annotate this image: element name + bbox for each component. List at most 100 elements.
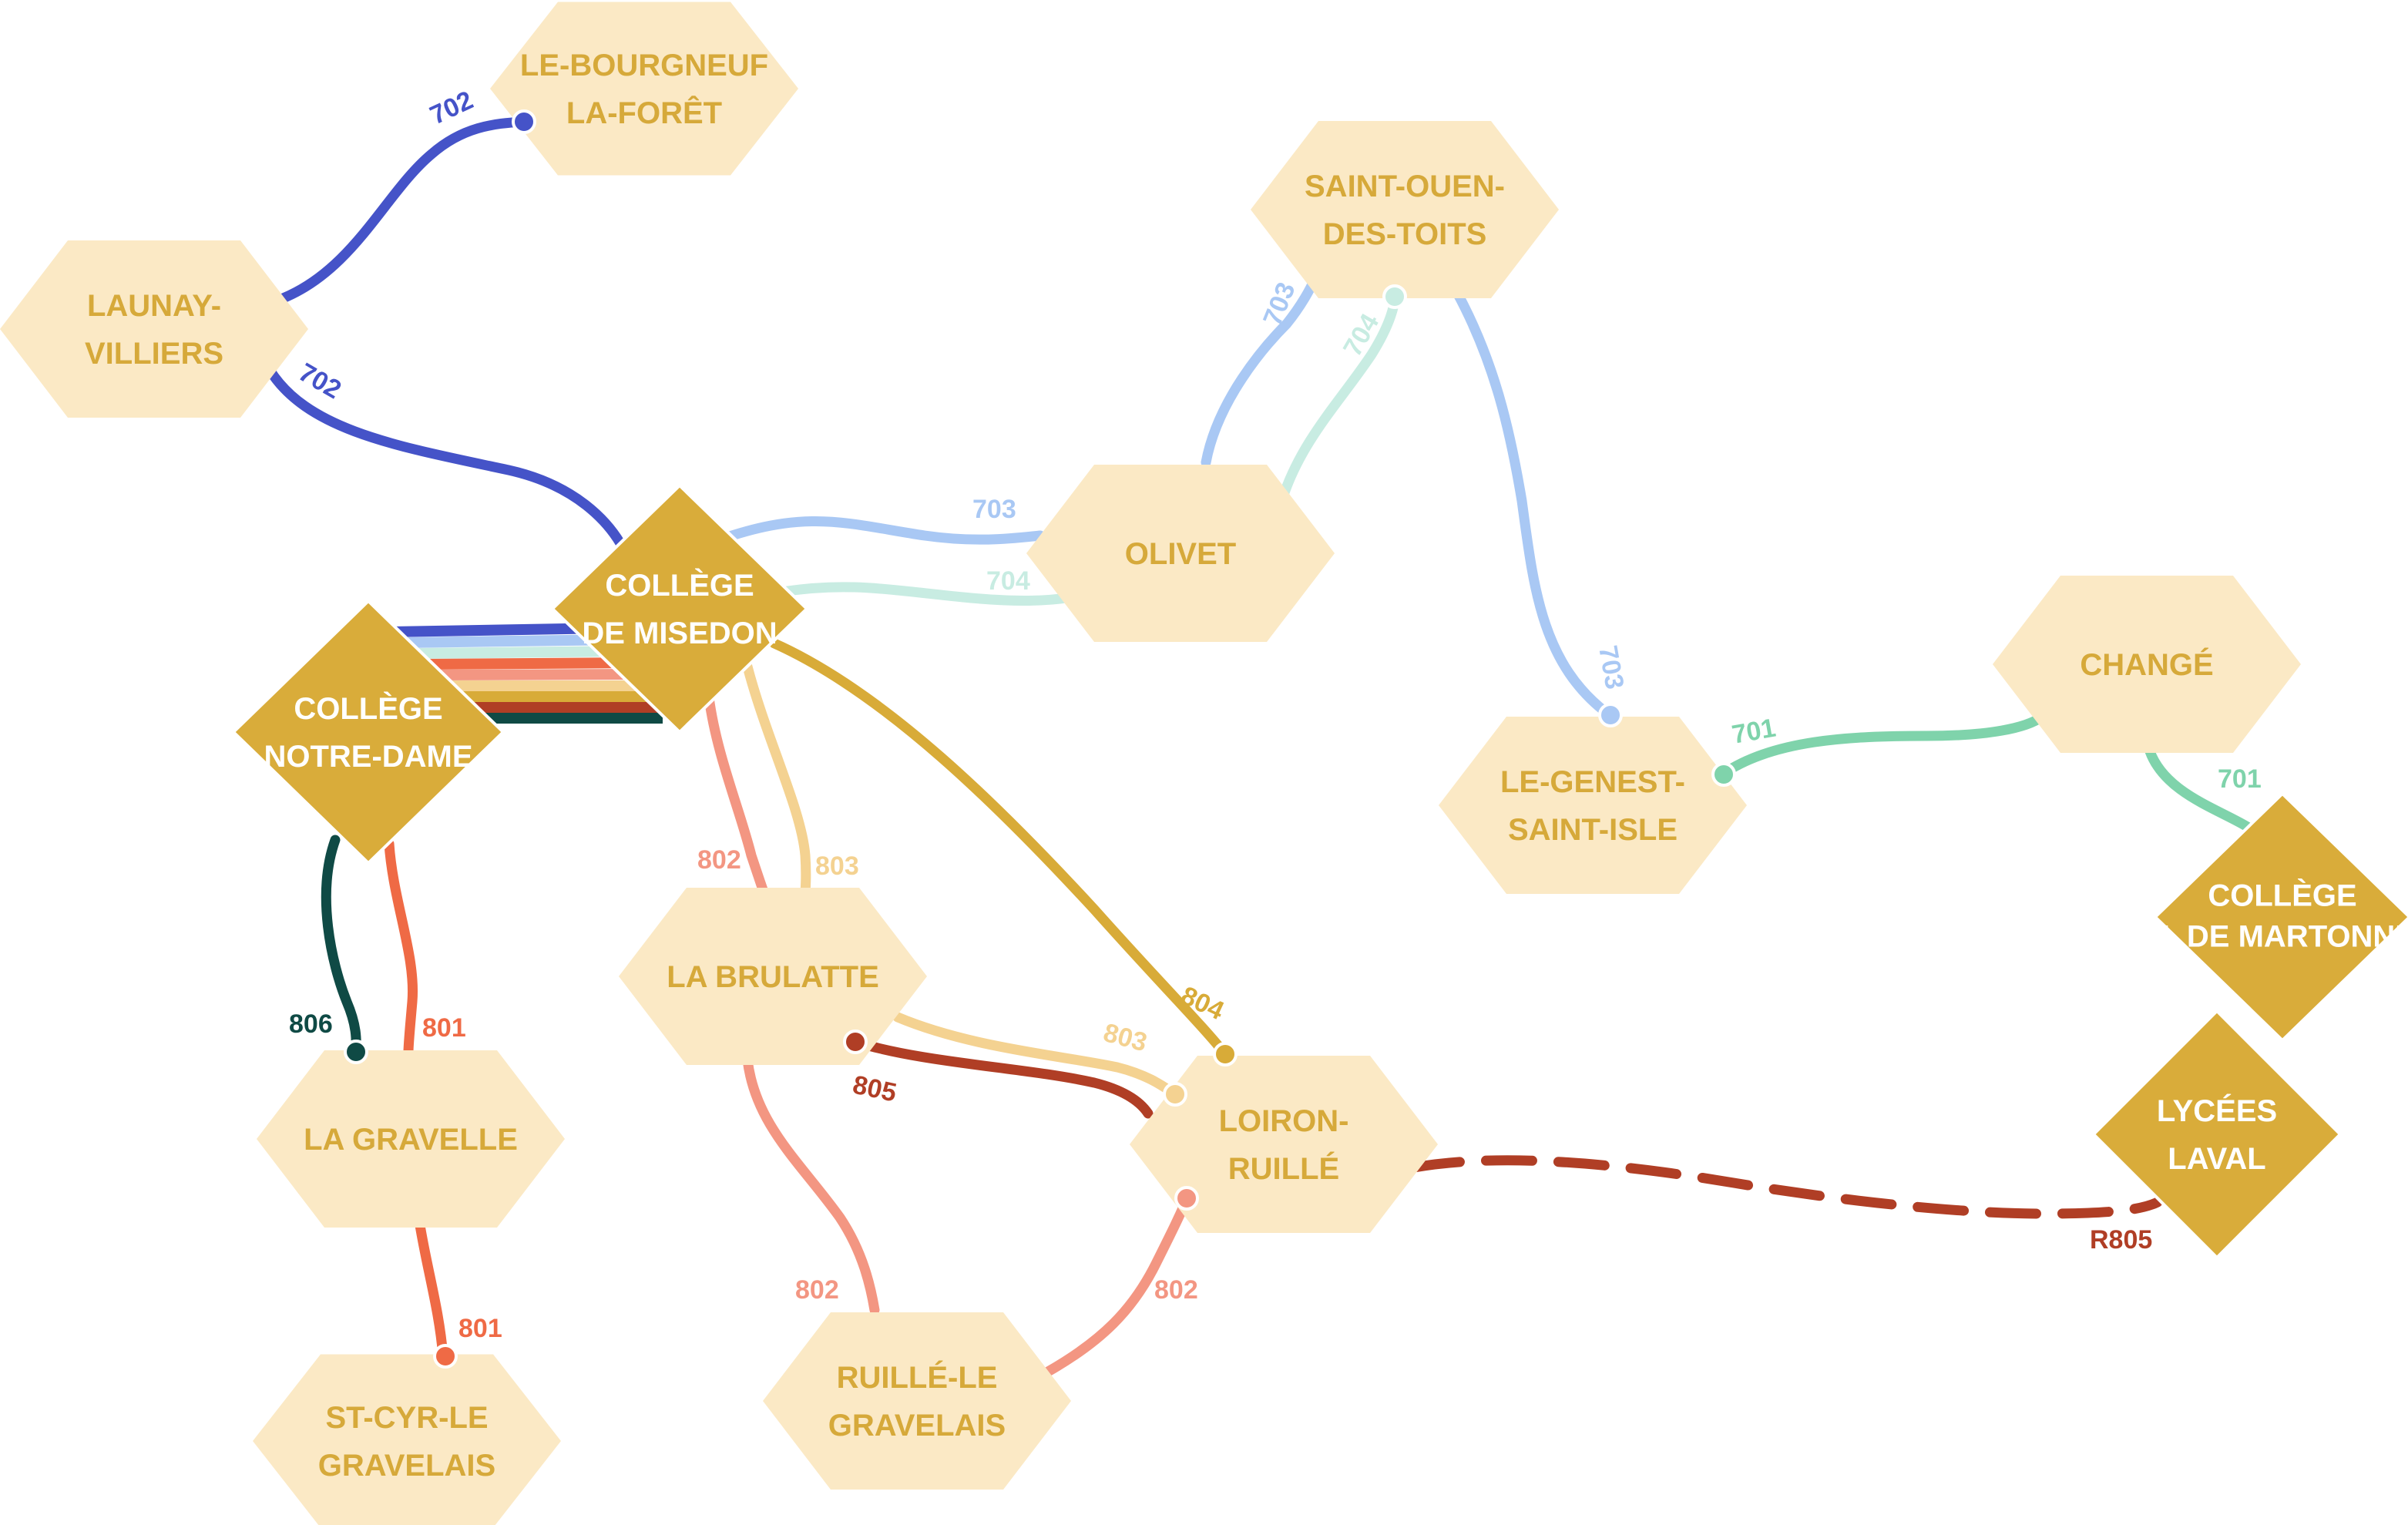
route-802-ruille-loiron (1043, 1193, 1192, 1377)
stop-launay-villiers[interactable]: LAUNAY-VILLIERS (0, 240, 308, 418)
hexagon-shape (0, 240, 308, 418)
route-703-misedon-olivet (715, 516, 1046, 545)
node-label-line: COLLÈGE (605, 568, 754, 603)
route-801-gravelle-stcyr (415, 1220, 448, 1362)
node-label-line: RUILLÉ-LE (837, 1360, 998, 1395)
hexagon-shape (257, 1050, 565, 1228)
node-label-line: RUILLÉ (1228, 1151, 1339, 1186)
node-label-line: E. DE MARTONNE (2149, 919, 2408, 953)
node-label-line: COLLÈGE (2208, 878, 2356, 913)
node-label-line: CHANGÉ (2080, 647, 2213, 682)
route-802-brulatte-ruille (742, 1054, 880, 1315)
stop-change[interactable]: CHANGÉ (1993, 576, 2301, 753)
route-701-genest-change (1717, 711, 2047, 780)
node-label-line: COLLÈGE (294, 691, 442, 726)
stop-le-genest-saint-isle[interactable]: LE-GENEST- SAINT-ISLE (1439, 717, 1747, 894)
dot-803-loiron (1163, 1082, 1187, 1107)
route-803-misedon-brulatte (742, 661, 811, 899)
route-702-launay-bourgneuf (276, 116, 529, 304)
stop-saint-ouen-des-toits[interactable]: SAINT-OUEN- DES-TOITS (1251, 121, 1559, 298)
diamond-shape (2153, 791, 2408, 1043)
dot-702-bourgneuf (512, 109, 536, 134)
node-label-line: LYCÉES (2157, 1093, 2277, 1128)
stop-dots (344, 109, 1736, 1369)
route-labels: 702 702 703 704 703 704 703 701 701 806 … (289, 86, 2262, 1343)
node-label-line: LAVAL (2168, 1142, 2265, 1176)
diamond-shape (550, 483, 809, 734)
dot-804-loiron (1213, 1042, 1238, 1066)
school-college-notre-dame[interactable]: COLLÈGE NOTRE-DAME (231, 599, 505, 865)
stop-la-brulatte[interactable]: LA BRULATTE (619, 888, 927, 1065)
school-lycees-laval[interactable]: LYCÉES LAVAL (2091, 1009, 2343, 1260)
node-label-line: VILLIERS (85, 337, 223, 371)
node-label-line: LE-BOURGNEUF (520, 49, 768, 82)
route-803-brulatte-loiron (892, 1012, 1180, 1100)
hexagon-shape (1026, 465, 1335, 642)
node-label-line: NOTRE-DAME (264, 740, 472, 774)
node-label-line: LOIRON- (1219, 1104, 1349, 1138)
route-R805-loiron-lycees (1409, 1155, 2163, 1219)
route-805-brulatte-loiron (850, 1036, 1154, 1119)
node-label-line: LA GRAVELLE (304, 1123, 518, 1157)
label-805: 805 (850, 1070, 898, 1108)
label-801-upper: 801 (422, 1013, 466, 1043)
label-703-misedon-olivet: 703 (972, 495, 1016, 524)
node-label-line: GRAVELAIS (318, 1449, 495, 1483)
label-703-genest: 703 (1593, 643, 1629, 691)
label-802-ruille-loiron: 802 (1154, 1275, 1198, 1305)
route-802-misedon-brulatte (704, 692, 770, 899)
diamond-shape (2091, 1009, 2343, 1260)
stop-la-gravelle[interactable]: LA GRAVELLE (257, 1050, 565, 1228)
stop-olivet[interactable]: OLIVET (1026, 465, 1335, 642)
bundle-801 (427, 657, 636, 670)
route-704-olivet-saintouen (1278, 291, 1400, 502)
node-label-line: ST-CYR-LE (325, 1401, 488, 1435)
route-806-notredame-gravelle (321, 835, 361, 1057)
node-label-line: OLIVET (1125, 537, 1236, 571)
label-702-upper: 702 (425, 86, 477, 130)
label-703-olivet-saintouen: 703 (1258, 278, 1301, 330)
route-703-olivet-saintouen (1201, 276, 1319, 468)
stop-ruille-le-gravelais[interactable]: RUILLÉ-LE GRAVELAIS (763, 1312, 1071, 1490)
node-label-line: GRAVELAIS (828, 1409, 1006, 1443)
hexagon-shape (1439, 717, 1747, 894)
node-label-line: SAINT-ISLE (1508, 813, 1678, 847)
stop-loiron-ruille[interactable]: LOIRON- RUILLÉ (1130, 1056, 1438, 1233)
node-label-line: DES-TOITS (1323, 217, 1487, 251)
route-lines (264, 116, 2255, 1377)
hexagon-shape (490, 2, 798, 176)
hexagon-shape (253, 1354, 561, 1525)
dot-801-stcyr (433, 1344, 458, 1369)
node-label-line: LA BRULATTE (667, 960, 879, 994)
node-label-line: LA-FORÊT (566, 95, 722, 130)
node-label-line: LE-GENEST- (1500, 765, 1685, 799)
stop-st-cyr-le-gravelais[interactable]: ST-CYR-LE GRAVELAIS (253, 1354, 561, 1525)
label-803-brulatte-loiron: 803 (1100, 1018, 1150, 1057)
label-701-genest-change: 701 (1730, 714, 1778, 750)
hexagon-shape (619, 888, 927, 1065)
stop-le-bourgneuf[interactable]: LE-BOURGNEUF LA-FORÊT (490, 2, 798, 176)
label-802-misedon: 802 (697, 845, 741, 875)
route-704-misedon-olivet (777, 582, 1076, 606)
hexagon-shape (1130, 1056, 1438, 1233)
node-label-line: SAINT-OUEN- (1305, 170, 1505, 203)
hexagon-shape (1993, 576, 2301, 753)
node-label-line: DE MISEDON (582, 616, 777, 650)
bundle-704 (415, 646, 629, 659)
label-803-misedon: 803 (815, 852, 859, 881)
label-804: 804 (1177, 981, 1229, 1026)
hexagon-shape (1251, 121, 1559, 298)
school-college-e-de-martonne[interactable]: COLLÈGE E. DE MARTONNE (2149, 791, 2408, 1043)
label-R805: R805 (2090, 1225, 2152, 1255)
route-701-change-martonne (2144, 746, 2255, 834)
label-704-misedon-olivet: 704 (986, 566, 1030, 596)
diamond-shape (231, 599, 505, 865)
school-college-de-misedon[interactable]: COLLÈGE DE MISEDON (550, 483, 809, 734)
label-701-change-martonne: 701 (2218, 764, 2262, 794)
label-802-brulatte-ruille: 802 (795, 1275, 839, 1305)
label-806: 806 (289, 1009, 333, 1039)
route-804-misedon-loiron (769, 638, 1231, 1060)
hexagon-shape (763, 1312, 1071, 1490)
